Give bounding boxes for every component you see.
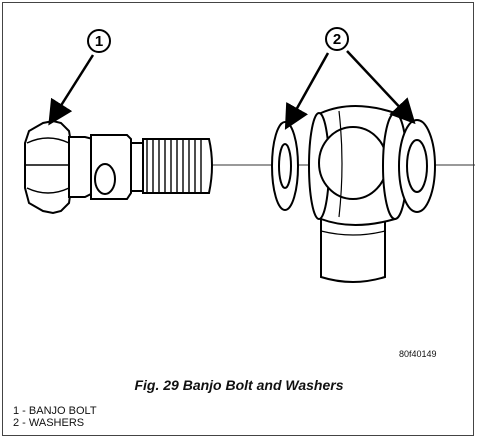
banjo-bolt-illustration: 1 2 (24, 27, 475, 283)
legend-item-1: 1 - BANJO BOLT (13, 405, 97, 417)
figure-code: 80f40149 (399, 349, 437, 359)
bolt-shank (68, 134, 144, 200)
bolt-cross-hole (94, 163, 116, 195)
callout-2: 2 (284, 27, 416, 130)
legend: 1 - BANJO BOLT 2 - WASHERS (13, 405, 97, 429)
banjo-bore-circle (318, 126, 388, 200)
banjo-fitting (308, 105, 408, 283)
figure-caption: Fig. 29 Banjo Bolt and Washers (134, 377, 344, 393)
legend-item-2: 2 - WASHERS (13, 417, 85, 429)
bolt-threads (142, 138, 213, 194)
washer-left (271, 121, 299, 211)
callout-1-number: 1 (95, 33, 103, 50)
callout-2-number: 2 (333, 31, 341, 48)
bolt-hex-head (24, 119, 72, 215)
washer-right (398, 119, 436, 213)
figure-frame: 1 2 80f40149 Fig. 29 Banjo Bolt and Wash… (2, 2, 475, 436)
callout-1: 1 (48, 29, 111, 126)
